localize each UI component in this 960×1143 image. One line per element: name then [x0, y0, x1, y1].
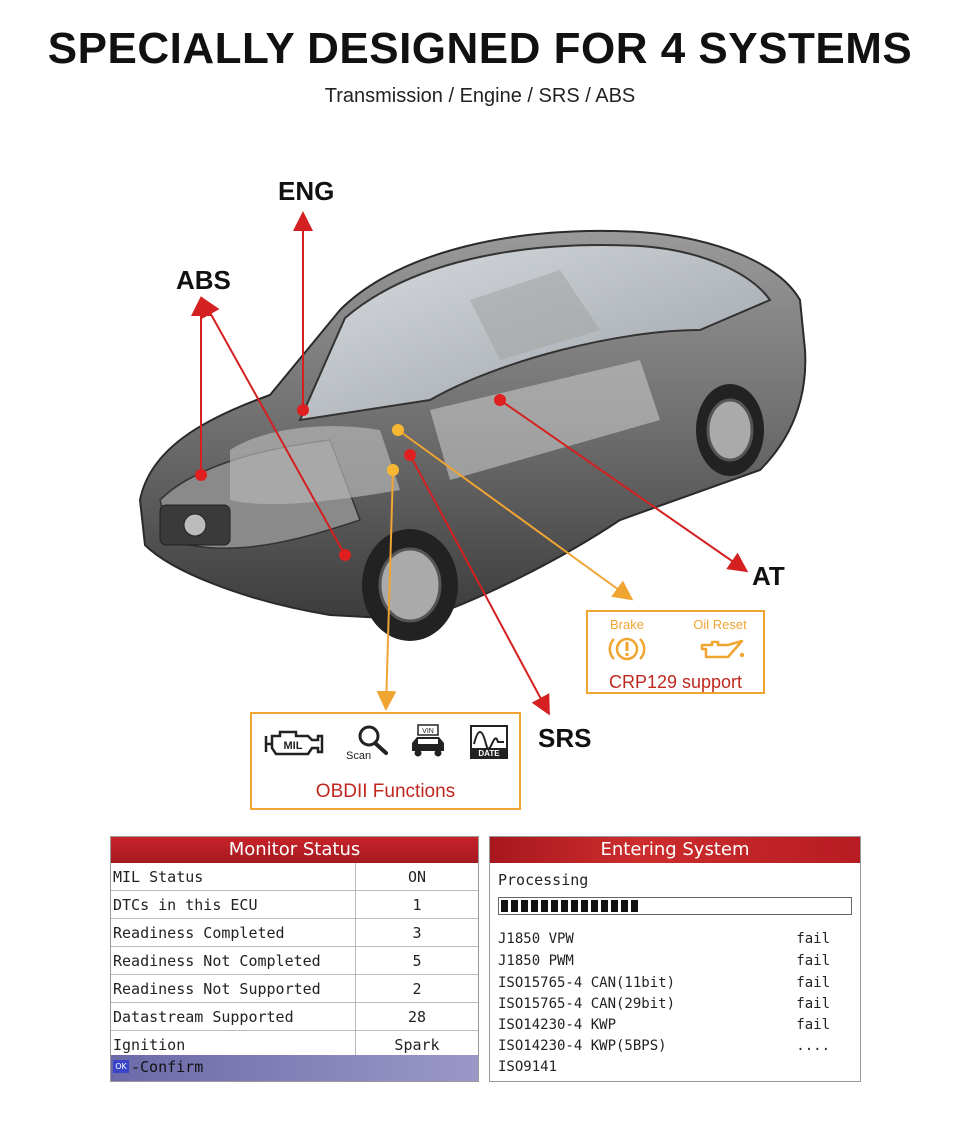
monitor-status-title: Monitor Status	[111, 837, 478, 863]
vin-text: VIN	[422, 728, 434, 735]
protocol-name: ISO15765-4 CAN(11bit)	[498, 975, 676, 991]
protocol-row: ISO9141	[498, 1059, 852, 1079]
confirm-label: -Confirm	[131, 1058, 204, 1076]
red-pointer-lines	[191, 211, 749, 716]
protocol-status: fail	[796, 975, 830, 991]
oil-reset-label: Oil Reset	[693, 617, 747, 632]
row-value: 5	[355, 946, 478, 975]
orange-pointer-lines	[376, 429, 634, 711]
protocol-status: fail	[796, 996, 830, 1012]
protocol-status: fail	[796, 931, 830, 947]
crp129-caption: CRP129 support	[608, 672, 743, 692]
car-system-diagram	[138, 211, 807, 716]
protocol-name: ISO14230-4 KWP(5BPS)	[498, 1038, 667, 1054]
protocol-status: fail	[796, 1017, 830, 1033]
progress-bar	[498, 897, 852, 915]
mil-text: MIL	[284, 740, 303, 752]
date-text: DATE	[478, 749, 500, 758]
page-headline: SPECIALLY DESIGNED FOR 4 SYSTEMS	[47, 24, 913, 73]
brake-label: Brake	[610, 617, 644, 632]
magnifier-icon	[358, 725, 388, 755]
car-vin-icon: VIN	[412, 724, 444, 757]
brake-warning-icon	[608, 637, 646, 661]
entering-system-screen: Entering System Processing J1850 VPW fail…	[489, 836, 861, 1082]
row-label: Ignition	[111, 1030, 356, 1059]
protocol-status: fail	[796, 953, 830, 969]
row-value: ON	[355, 863, 478, 891]
protocol-row: J1850 VPW fail	[498, 931, 852, 951]
row-label: Readiness Completed	[111, 918, 356, 947]
protocol-name: J1850 VPW	[498, 931, 574, 947]
processing-text: Processing	[498, 871, 589, 889]
protocol-name: ISO14230-4 KWP	[498, 1017, 617, 1033]
abs-label: ABS	[176, 265, 231, 295]
protocol-row: J1850 PWM fail	[498, 953, 852, 973]
protocol-row: ISO15765-4 CAN(11bit) fail	[498, 975, 852, 995]
date-wave-icon: DATE	[470, 725, 508, 759]
entering-system-title: Entering System	[490, 837, 860, 863]
protocol-row: ISO14230-4 KWP(5BPS)....	[498, 1038, 852, 1058]
obdii-functions-box: MIL Scan VIN DATE OBDII Functions	[250, 712, 521, 810]
row-value: 28	[355, 1002, 478, 1031]
scan-label: Scan	[346, 750, 372, 762]
oil-can-icon	[700, 639, 745, 659]
protocol-name: J1850 PWM	[498, 953, 574, 969]
confirm-bar[interactable]: OK -Confirm	[111, 1055, 478, 1081]
protocol-row: ISO15765-4 CAN(29bit) fail	[498, 996, 852, 1016]
car-illustration	[138, 229, 807, 641]
obdii-caption: OBDII Functions	[315, 781, 456, 802]
engine-mil-icon: MIL	[264, 730, 324, 756]
row-label: Readiness Not Supported	[111, 974, 356, 1003]
srs-label: SRS	[538, 723, 592, 753]
protocol-name: ISO15765-4 CAN(29bit)	[498, 996, 676, 1012]
row-value: 2	[355, 974, 478, 1003]
protocol-row: ISO14230-4 KWP fail	[498, 1017, 852, 1037]
eng-label: ENG	[278, 176, 335, 206]
row-label: DTCs in this ECU	[111, 890, 356, 919]
row-label: Readiness Not Completed	[111, 946, 356, 975]
orange-pointer-dots	[387, 424, 404, 476]
crp129-support-box: Brake Oil Reset CRP129 support	[586, 610, 765, 694]
row-label: Datastream Supported	[111, 1002, 356, 1031]
progress-bar-fill	[501, 900, 640, 912]
row-label: MIL Status	[111, 863, 356, 891]
ok-key-icon[interactable]: OK	[113, 1060, 129, 1073]
red-pointer-dots	[195, 394, 506, 561]
row-value: 1	[355, 890, 478, 919]
page-subheading: Transmission / Engine / SRS / ABS	[324, 85, 636, 107]
protocol-status: ....	[796, 1038, 830, 1054]
row-value: 3	[355, 918, 478, 947]
protocol-name: ISO9141	[498, 1059, 558, 1075]
at-label: AT	[752, 561, 785, 591]
